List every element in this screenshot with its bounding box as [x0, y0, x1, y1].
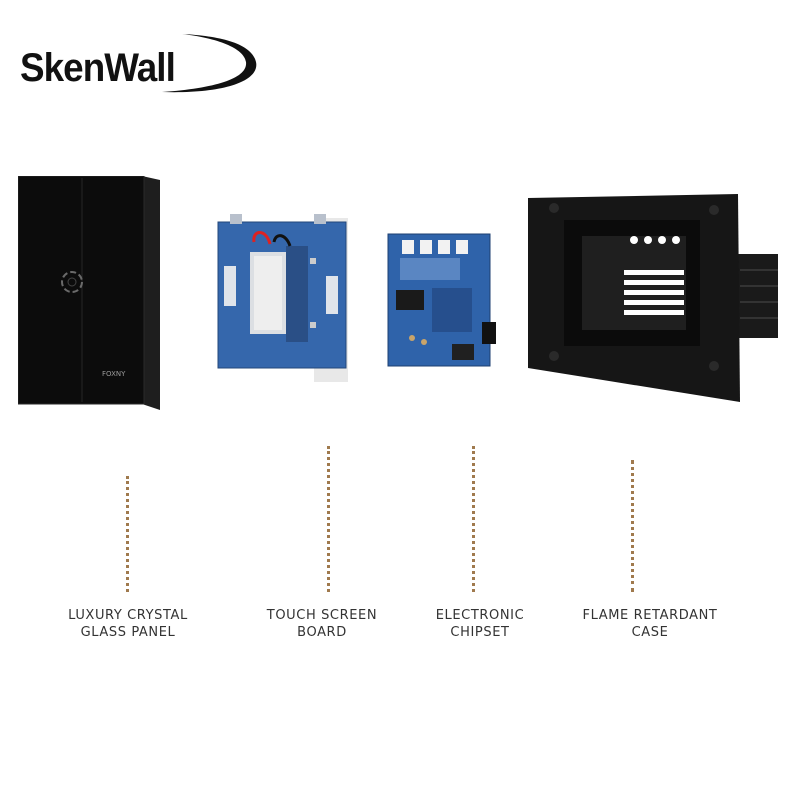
label-touch-board-line2: BOARD	[297, 625, 347, 640]
label-case: FLAME RETARDANT CASE	[550, 607, 750, 641]
label-glass-panel-line2: GLASS PANEL	[80, 625, 176, 640]
panel-brand-label: FOXNY	[102, 370, 126, 378]
logo-text: SkenWall	[20, 46, 176, 90]
connector-line-case	[631, 460, 634, 592]
connector-line-chipset	[472, 446, 475, 592]
touch-screen-board-image	[214, 212, 356, 382]
label-chipset-line1: ELECTRONIC	[435, 608, 525, 623]
connector-line-touch-board	[327, 446, 330, 592]
glass-panel-image: FOXNY	[17, 175, 164, 412]
electronic-chipset-image	[382, 228, 500, 372]
label-glass-panel: LUXURY CRYSTAL GLASS PANEL	[28, 607, 228, 641]
label-case-line2: CASE	[631, 625, 669, 640]
label-case-line1: FLAME RETARDANT	[582, 608, 718, 623]
label-chipset: ELECTRONIC CHIPSET	[380, 607, 580, 641]
label-touch-board-line1: TOUCH SCREEN	[266, 608, 378, 623]
label-glass-panel-line1: LUXURY CRYSTAL	[68, 608, 188, 623]
label-chipset-line2: CHIPSET	[450, 625, 510, 640]
flame-retardant-case-image	[524, 188, 784, 406]
connector-line-glass-panel	[126, 476, 129, 592]
label-touch-board: TOUCH SCREEN BOARD	[222, 607, 422, 641]
brand-logo: SkenWall	[12, 28, 262, 100]
